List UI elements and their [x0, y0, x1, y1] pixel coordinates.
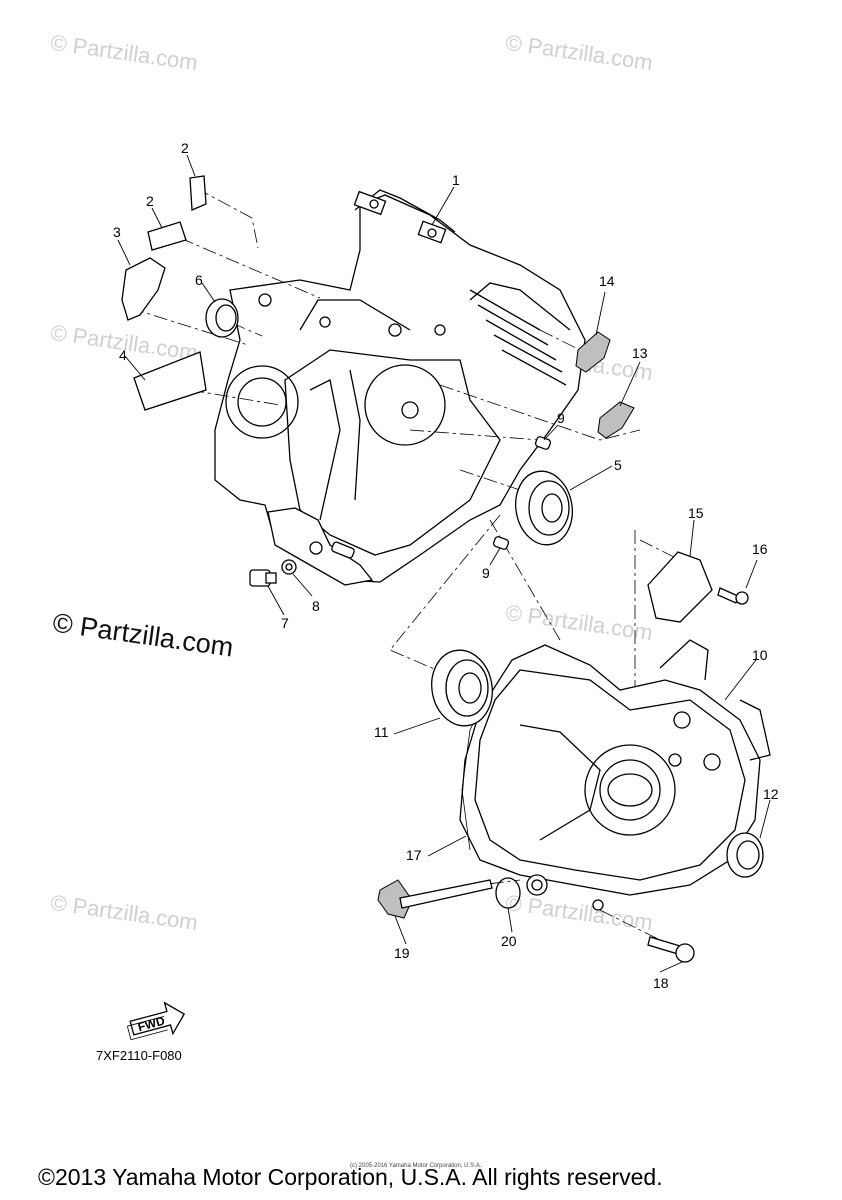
guide-line: [459, 469, 521, 491]
part-4: [133, 351, 207, 411]
callout-9: 9: [482, 565, 490, 581]
part-13: [597, 401, 635, 439]
part-12-oil-seal: [726, 832, 764, 878]
part-7-drain-bolt: [249, 569, 277, 587]
part-18-bolt: [647, 936, 695, 963]
callout-20: 20: [501, 933, 517, 949]
callout-4: 4: [119, 347, 127, 363]
guide-line: [489, 519, 561, 641]
part-11-bearing: [431, 649, 493, 727]
callout-13: 13: [632, 345, 648, 361]
callout-15: 15: [688, 505, 704, 521]
part-19-dipstick: [377, 879, 493, 919]
callout-1: 1: [452, 172, 460, 188]
part-2-lower: [147, 221, 187, 251]
part-14: [575, 331, 611, 373]
callout-2: 2: [146, 193, 154, 209]
callout-6: 6: [195, 272, 203, 288]
callout-10: 10: [752, 647, 768, 663]
guide-line: [439, 384, 641, 441]
leader-lines: [117, 154, 771, 973]
part-20-o-ring: [495, 877, 521, 909]
part-9-dowel: [534, 436, 552, 450]
guide-line: [129, 307, 249, 346]
callout-3: 3: [113, 224, 121, 240]
diagram-code: 7XF2110-F080: [96, 1048, 182, 1063]
part-3: [121, 257, 166, 321]
guide-line: [599, 909, 661, 941]
crankcase-drawing: [214, 189, 586, 586]
part-6-oil-seal: [205, 298, 239, 338]
callout-19: 19: [394, 945, 410, 961]
callout-18: 18: [653, 975, 669, 991]
callout-9: 9: [557, 410, 565, 426]
callout-17: 17: [406, 847, 422, 863]
callout-5: 5: [614, 457, 622, 473]
part-5-bearing: [515, 470, 573, 546]
fwd-label: FWD: [136, 1014, 166, 1035]
part-8-washer: [281, 559, 297, 575]
part-2-upper: [189, 175, 207, 211]
part-9-dowel: [492, 536, 510, 550]
callout-16: 16: [752, 541, 768, 557]
part-16-screw: [717, 587, 749, 605]
small-notice: (c) 2005-2016 Yamaha Motor Corporation, …: [350, 1163, 482, 1169]
guide-line: [189, 389, 281, 406]
callout-12: 12: [763, 786, 779, 802]
guide-line: [539, 329, 591, 356]
guide-line: [195, 187, 259, 249]
callout-8: 8: [312, 598, 320, 614]
crankcase-cover-drawing: [459, 639, 771, 911]
callout-11: 11: [374, 724, 389, 740]
copyright-text: ©2013 Yamaha Motor Corporation, U.S.A. A…: [38, 1164, 663, 1190]
guide-line: [179, 237, 321, 299]
callout-2: 2: [181, 140, 189, 156]
callout-7: 7: [281, 615, 289, 631]
callout-14: 14: [599, 273, 615, 289]
part-15-cover: [647, 551, 713, 623]
fwd-arrow-icon: FWD: [126, 1001, 186, 1041]
guide-line: [409, 429, 541, 441]
guide-line: [389, 514, 501, 681]
